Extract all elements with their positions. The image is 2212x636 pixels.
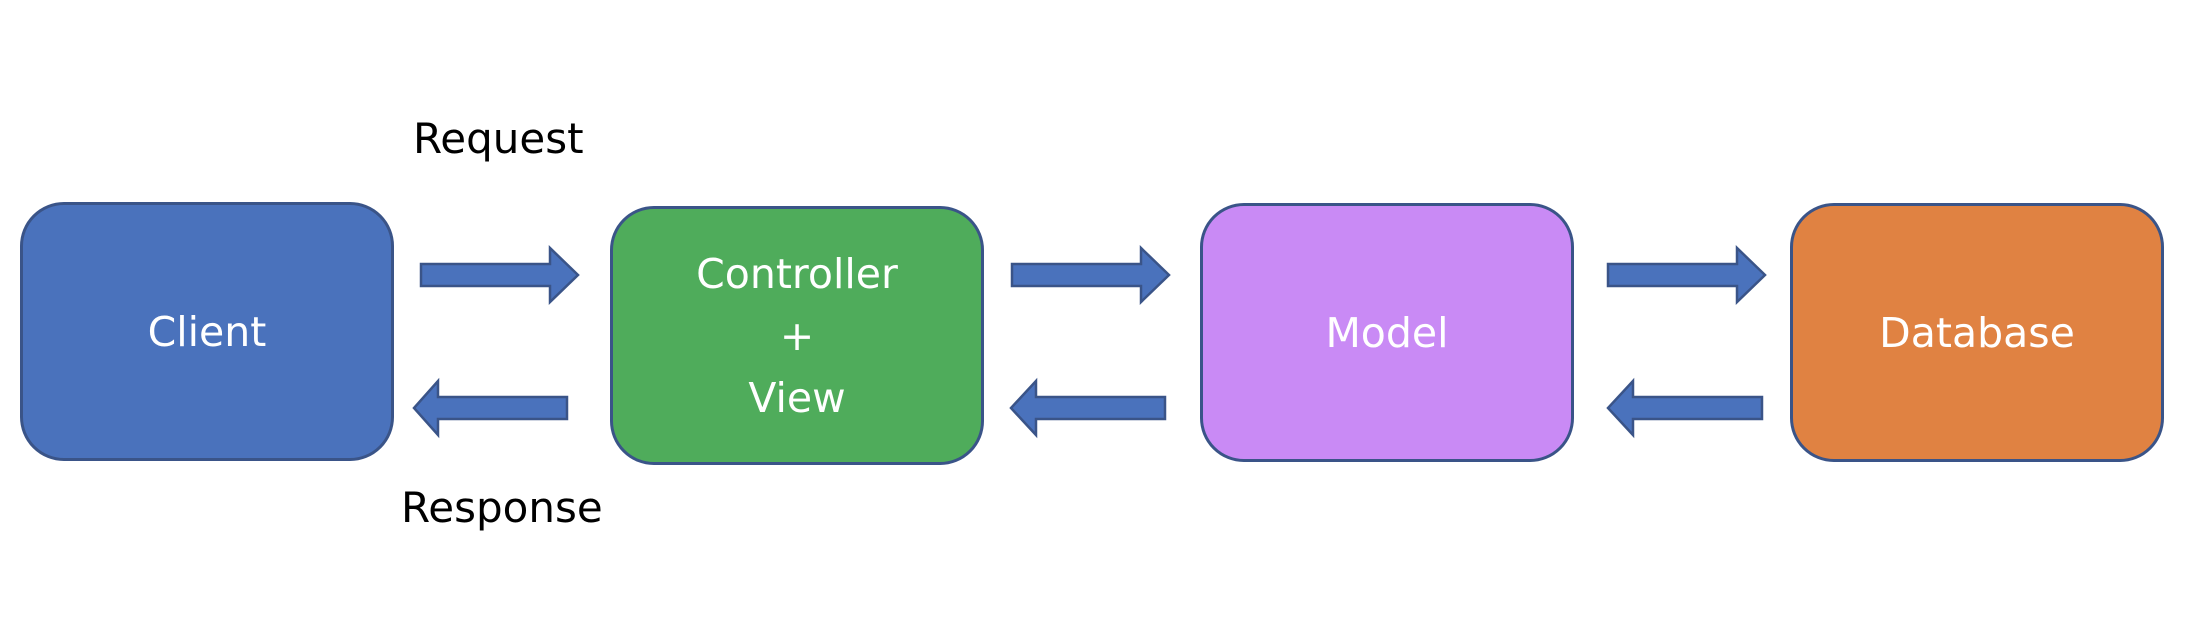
view-node-label: View: [748, 373, 846, 422]
arrow-model-to-database: [1606, 245, 1767, 305]
client-node-label: Client: [147, 307, 267, 356]
request-label: Request: [413, 114, 584, 163]
arrow-model-to-controller: [1009, 377, 1167, 439]
arrow-controller-to-client: [412, 377, 569, 439]
controller-view-node: Controller + View: [610, 206, 984, 465]
model-node: Model: [1200, 203, 1574, 462]
arrow-client-to-controller: [419, 245, 580, 305]
controller-node-label: Controller: [696, 249, 898, 298]
client-node: Client: [20, 202, 394, 461]
arrow-controller-to-model: [1010, 245, 1171, 305]
arrow-database-to-model: [1606, 377, 1764, 439]
response-label: Response: [401, 483, 603, 532]
controller-node-plus: +: [779, 311, 815, 360]
database-node-label: Database: [1879, 308, 2075, 357]
database-node: Database: [1790, 203, 2164, 462]
model-node-label: Model: [1325, 308, 1449, 357]
